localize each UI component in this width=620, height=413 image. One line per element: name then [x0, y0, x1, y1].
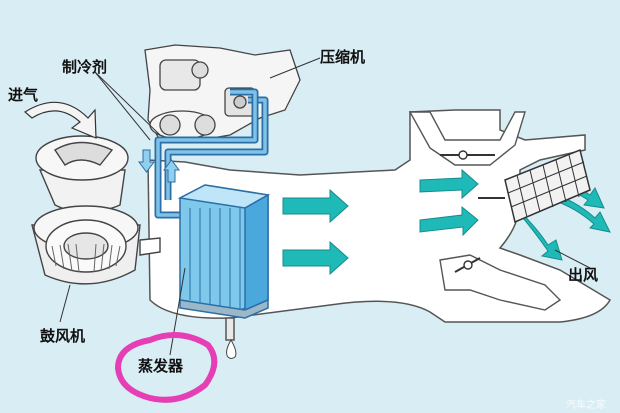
- refrigerant-flow-arrows: [138, 149, 180, 183]
- highlight-circle: [114, 332, 218, 403]
- label-blower: 鼓风机: [40, 327, 86, 345]
- label-compressor: 压缩机: [320, 48, 366, 66]
- label-intake: 进气: [8, 86, 39, 104]
- label-evaporator: 蒸发器: [138, 357, 184, 375]
- watermark: 汽车之家: [566, 400, 606, 411]
- fan-icon: [31, 205, 161, 285]
- label-refrigerant: 制冷剂: [62, 58, 108, 76]
- intake-arrow-icon: [23, 101, 97, 139]
- leader-lines: [59, 57, 591, 356]
- lower-duct: [439, 197, 562, 311]
- compressor-icon: [144, 44, 301, 141]
- label-outlet: 出风: [568, 266, 599, 284]
- air-intake: [35, 135, 129, 214]
- water-drop-icon: [226, 339, 237, 359]
- evaporator: [177, 184, 271, 341]
- vent-grille-icon: [504, 148, 591, 224]
- upper-duct: [408, 111, 526, 166]
